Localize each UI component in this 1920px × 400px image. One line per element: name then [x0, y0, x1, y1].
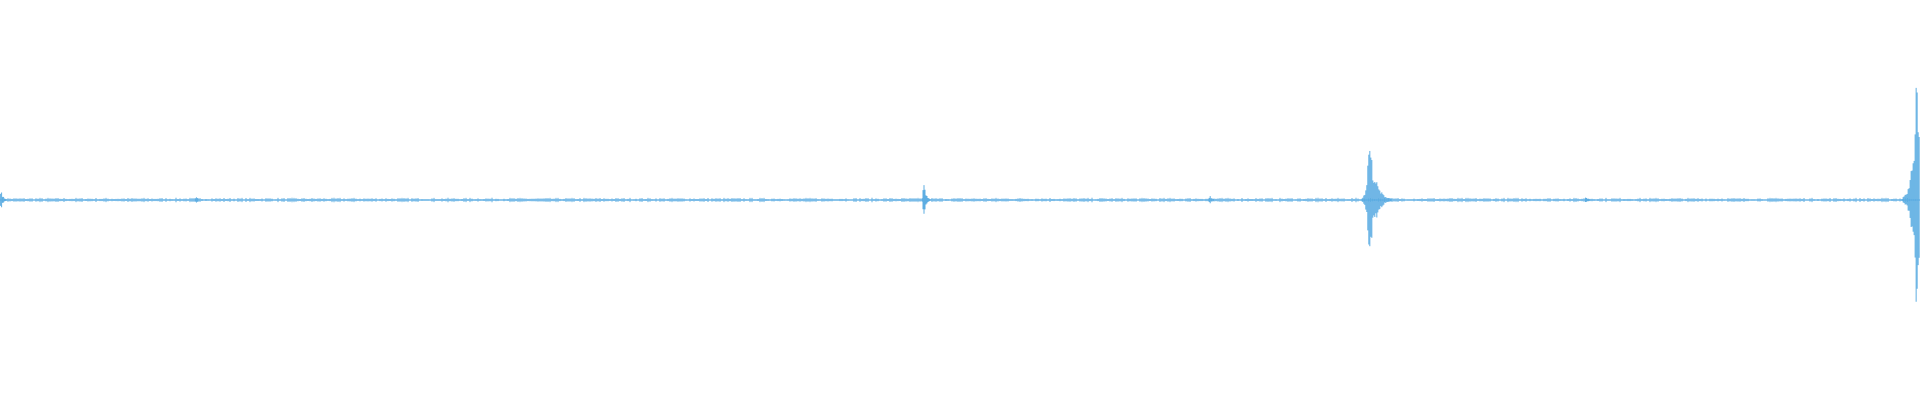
waveform-transient: [1902, 87, 1920, 302]
waveform-transients: [0, 87, 1920, 302]
waveform-noise-floor: [0, 197, 1919, 203]
waveform-transient: [921, 185, 932, 214]
waveform-transient: [1361, 150, 1393, 247]
waveform-transient: [1207, 196, 1214, 204]
waveform-transient: [1585, 197, 1591, 202]
waveform-transient: [0, 192, 8, 208]
waveform-transient: [194, 197, 200, 203]
